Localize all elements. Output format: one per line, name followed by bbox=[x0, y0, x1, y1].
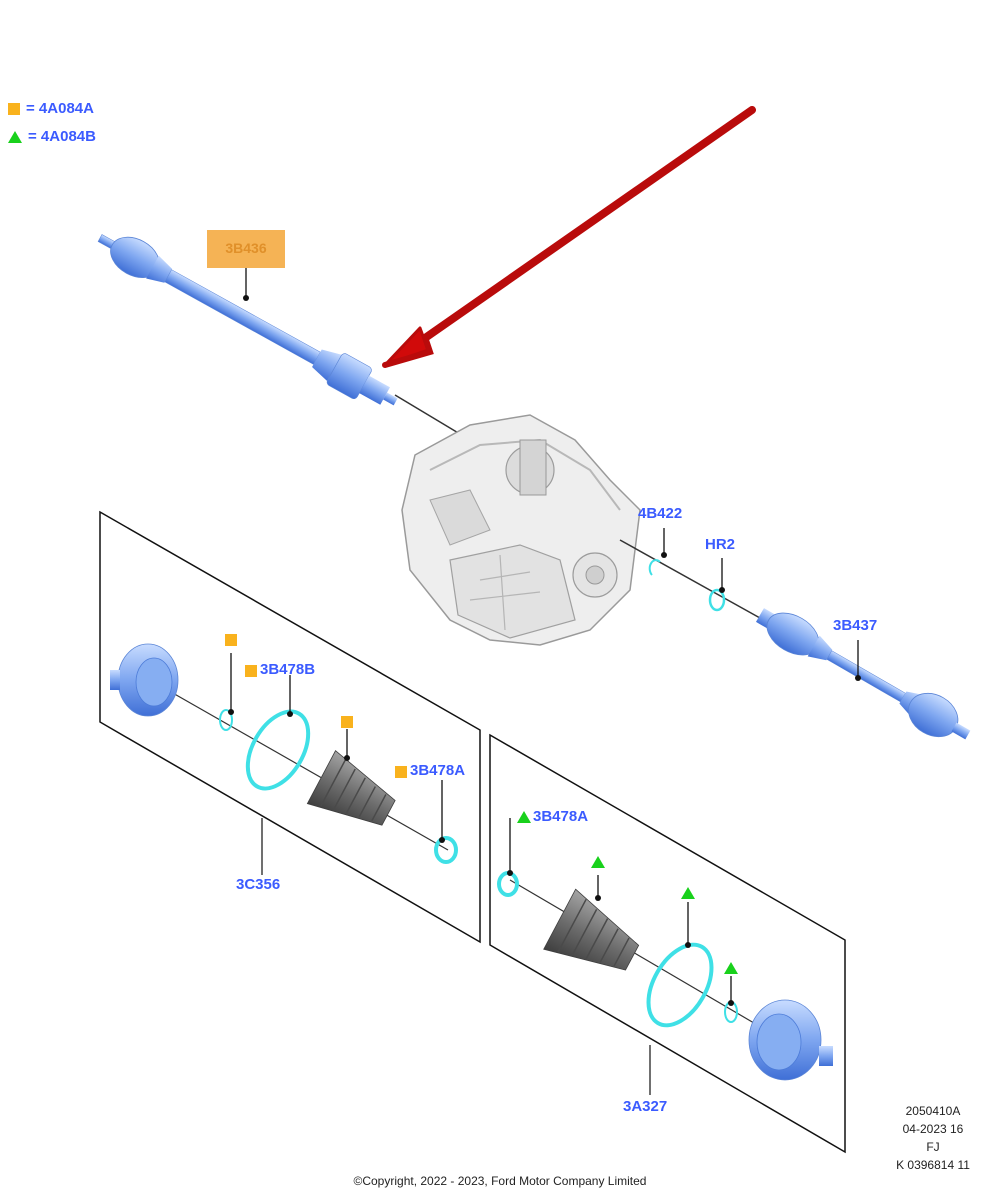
part-label-3b478a-right[interactable]: 3B478A bbox=[533, 808, 589, 825]
drawing-code: FJ bbox=[926, 1140, 940, 1154]
red-pointer-arrow bbox=[382, 106, 756, 368]
drawing-date: 04-2023 16 bbox=[902, 1122, 964, 1136]
green-triangle-marker-icon bbox=[724, 962, 738, 974]
green-triangle-marker-icon bbox=[681, 887, 695, 899]
part-label-3b478b[interactable]: 3B478B bbox=[260, 661, 316, 678]
kit-panel-left bbox=[99, 510, 481, 944]
part-label-3b436-highlighted[interactable]: 3B436 bbox=[207, 230, 285, 268]
part-label-hr2[interactable]: HR2 bbox=[705, 536, 736, 553]
part-label-3b437[interactable]: 3B437 bbox=[833, 617, 878, 634]
legend-text-square: = 4A084A bbox=[26, 100, 94, 117]
part-label-3b478a-left[interactable]: 3B478A bbox=[410, 762, 466, 779]
orange-square-marker-icon bbox=[395, 766, 407, 778]
legend-row-square: = 4A084A bbox=[8, 100, 94, 117]
drawing-reference-info: 2050410A 04-2023 16 FJ K 0396814 11 bbox=[878, 1102, 988, 1174]
green-triangle-marker-icon bbox=[517, 811, 531, 823]
green-triangle-icon bbox=[8, 130, 22, 143]
circlip-4b422-shape bbox=[648, 559, 661, 576]
part-label-3c356[interactable]: 3C356 bbox=[236, 876, 281, 893]
leader-dots bbox=[228, 295, 861, 1006]
transmission-housing bbox=[401, 414, 641, 646]
left-drive-shaft bbox=[97, 234, 471, 441]
ring-hr2-shape bbox=[708, 588, 726, 612]
part-label-4b422[interactable]: 4B422 bbox=[638, 505, 683, 522]
drawing-id: K 0396814 11 bbox=[896, 1158, 970, 1172]
legend-row-triangle: = 4A084B bbox=[8, 128, 96, 145]
orange-square-icon bbox=[8, 102, 20, 115]
copyright-notice: ©Copyright, 2022 - 2023, Ford Motor Comp… bbox=[353, 1174, 647, 1188]
leader-lines bbox=[230, 262, 859, 1003]
orange-square-marker-icon bbox=[341, 716, 353, 728]
green-triangle-marker-icon bbox=[591, 856, 605, 868]
kit-panel-right bbox=[489, 733, 846, 1154]
drawing-number: 2050410A bbox=[905, 1104, 961, 1118]
part-label-3a327[interactable]: 3A327 bbox=[623, 1098, 668, 1115]
right-drive-shaft bbox=[756, 608, 971, 740]
orange-square-marker-icon bbox=[245, 665, 257, 677]
legend-text-triangle: = 4A084B bbox=[28, 128, 96, 145]
orange-square-marker-icon bbox=[225, 634, 237, 646]
